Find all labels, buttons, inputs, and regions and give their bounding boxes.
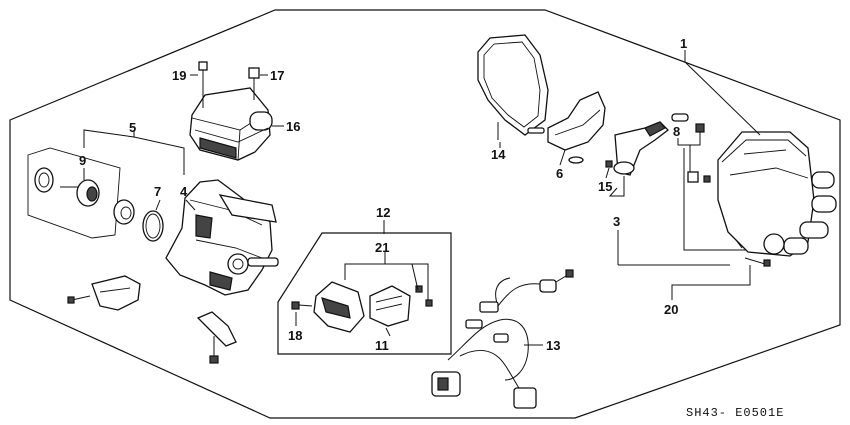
callout-21: 21 — [375, 240, 389, 255]
screw-19 — [198, 61, 208, 108]
callout-7: 7 — [154, 184, 161, 199]
callout-1: 1 — [680, 36, 687, 51]
callout-9: 9 — [79, 153, 86, 168]
control-module — [369, 285, 411, 327]
rotor — [613, 121, 669, 176]
callout-15: 15 — [598, 179, 612, 194]
diagram-code: SH43- E0501E — [686, 406, 784, 420]
clamp — [196, 311, 237, 347]
spacer-collar — [113, 199, 135, 225]
callout-12: 12 — [376, 205, 390, 220]
callout-4: 4 — [180, 184, 188, 199]
callout-5: 5 — [129, 120, 136, 135]
part-8-items — [671, 113, 711, 183]
oil-seal — [34, 167, 54, 193]
distributor-cap — [717, 131, 837, 257]
group-12-box — [277, 232, 452, 355]
gasket — [477, 34, 549, 140]
bearing-sleeve — [76, 179, 100, 207]
callout-18: 18 — [288, 328, 302, 343]
diagram-frame — [9, 9, 841, 419]
igniter-unit — [313, 281, 365, 333]
wire-harness — [431, 277, 557, 409]
callout-17: 17 — [270, 68, 284, 83]
cap-screw — [744, 257, 771, 267]
callout-20: 20 — [664, 302, 678, 317]
nut-17 — [248, 67, 260, 100]
distributor-housing — [165, 179, 279, 296]
callout-11: 11 — [375, 338, 389, 353]
harness-screw — [555, 269, 574, 283]
callout-19: 19 — [172, 68, 186, 83]
group-9-box — [27, 147, 121, 239]
callout-14: 14 — [491, 147, 506, 162]
screw-15 — [605, 160, 613, 168]
callout-6: 6 — [556, 166, 563, 181]
o-ring — [142, 210, 164, 242]
screw-18 — [291, 301, 313, 310]
bracket-screw — [67, 295, 91, 304]
bracket — [91, 275, 141, 311]
callout-8: 8 — [673, 124, 680, 139]
clamp-bolt — [209, 336, 219, 364]
module-screws — [415, 285, 433, 307]
callout-13: 13 — [546, 338, 560, 353]
callout-3: 3 — [613, 214, 620, 229]
leader-lines — [83, 50, 761, 346]
callout-16: 16 — [286, 119, 300, 134]
shield-cover — [527, 91, 606, 164]
ignition-coil — [189, 87, 273, 161]
